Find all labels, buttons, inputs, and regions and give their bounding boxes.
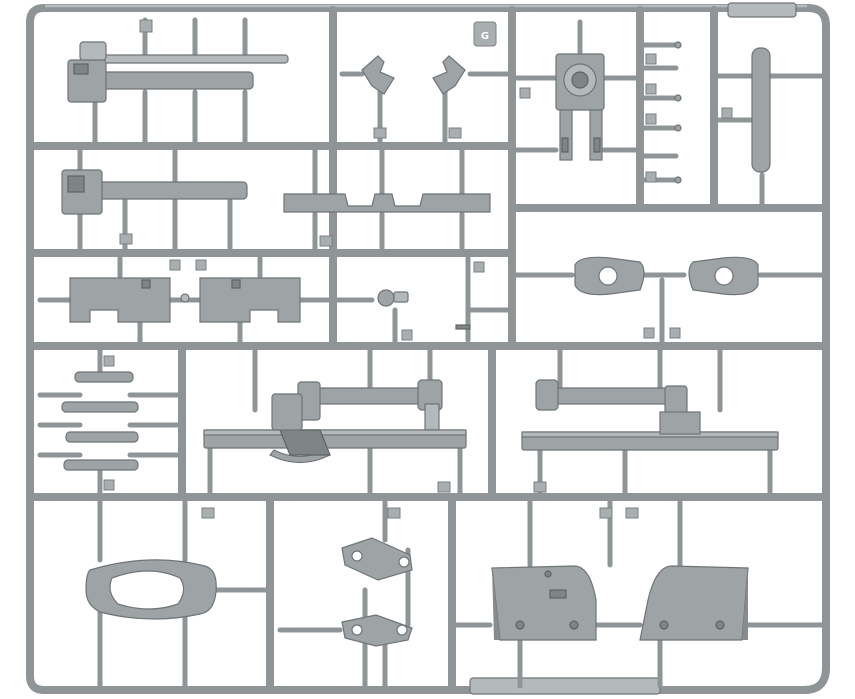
part-leaf-springs (37, 347, 181, 496)
part-link-plates (513, 256, 825, 345)
part-small-pins (641, 41, 682, 184)
part-barrel-upper (67, 17, 289, 145)
sprue-letter-tag: G (473, 21, 497, 47)
part-armor-shields (453, 499, 825, 689)
part-cradle-left (203, 347, 467, 496)
part-elevation-arms (277, 499, 413, 689)
part-flat-bar (283, 147, 491, 252)
runner-tab-bottom (469, 677, 661, 695)
sprue-letter: G (481, 31, 489, 42)
part-boss-plate (513, 19, 639, 161)
part-barrel-lower (61, 147, 248, 252)
part-stepped-brackets (37, 255, 331, 345)
runner-tab-top (727, 2, 797, 18)
part-vertical-rod (715, 47, 825, 207)
part-small-sight (335, 255, 511, 345)
part-cradle-right (521, 347, 779, 496)
sprue-runners (30, 6, 830, 694)
part-wing-clips (339, 55, 511, 145)
part-oval-ring (85, 499, 269, 689)
